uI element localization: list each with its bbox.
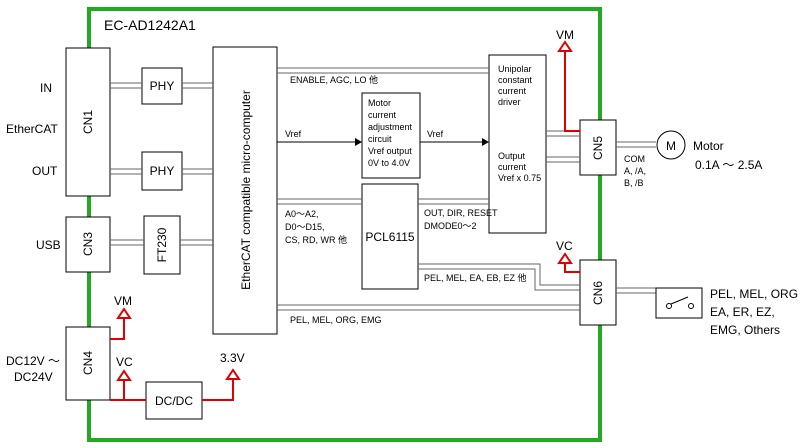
cn4-connector [65, 326, 111, 401]
board-name: EC-AD1242A1 [104, 17, 196, 33]
cn3-label: CN3 [81, 232, 95, 256]
power-label-2: DC24V [14, 370, 53, 384]
driver-top-line-3: current [498, 86, 527, 96]
signal-addr-1: A0～A2, [285, 209, 319, 219]
motor-adjust-line-4: circuit [368, 134, 392, 144]
power-vm-top: VM [556, 28, 574, 42]
power-arrow-3v3 [225, 368, 241, 380]
ft230-label: FT230 [155, 227, 169, 262]
usb-label: USB [36, 238, 61, 252]
power-arrow-vc-left [116, 369, 132, 381]
power-vc-right: VC [556, 239, 573, 253]
bus-ft230-mcu [180, 239, 213, 246]
motor-adjust-line-1: Motor [368, 98, 391, 108]
power-vm-left: VM [114, 294, 132, 308]
sensors-line-1: PEL, MEL, ORG [710, 287, 798, 301]
sensors-line-3: EMG, Others [710, 323, 780, 337]
bus-cn1-phy-bottom [110, 168, 142, 175]
mcu-label: EtherCAT compatible micro-computer [239, 90, 253, 290]
arrow-vref-in [355, 138, 362, 146]
pcl6115-label: PCL6115 [365, 230, 414, 244]
cn1-label: CN1 [81, 110, 95, 134]
power-3v3: 3.3V [220, 351, 245, 365]
driver-bottom-line-3: Vref x 0.75 [498, 173, 541, 183]
signal-pel-1: PEL, MEL, EA, EB, EZ 他 [424, 272, 527, 283]
phy-block-bottom [141, 151, 183, 191]
driver-block [488, 54, 547, 234]
bus-cn1-phy-top [110, 82, 142, 89]
power-line-vc-left [123, 380, 146, 401]
driver-top-line-1: Unipolar [498, 64, 532, 74]
dcdc-block [145, 381, 203, 420]
motor-label: Motor [693, 139, 724, 153]
motor-icon [656, 130, 686, 160]
signal-outdir-1: OUT, DIR, RESET [424, 208, 498, 218]
cn1-connector [65, 47, 111, 197]
signal-outdir-2: DMODE0～2 [424, 221, 477, 231]
signal-addr-3: CS, RD, WR 他 [285, 234, 347, 245]
sensors-line-2: EA, ER, EZ, [710, 305, 775, 319]
cn3-connector [65, 216, 111, 273]
power-line-vc-right [564, 262, 580, 273]
power-vc-left: VC [116, 355, 133, 369]
driver-bottom-line-1: Output [498, 151, 526, 161]
signal-enable: ENABLE, AGC, LO 他 [290, 74, 378, 85]
bus-mcu-cn6 [277, 304, 580, 311]
phy-block-top [141, 67, 183, 105]
signal-vref-in: Vref [285, 129, 302, 139]
bus-driver-cn5-bottom [546, 156, 580, 163]
bus-mcu-pcl [277, 198, 362, 205]
signal-vref-out: Vref [427, 129, 444, 139]
motor-symbol: M [666, 139, 676, 153]
motor-adjust-line-5: Vref output [368, 146, 412, 156]
sensor-switch-box [655, 287, 703, 319]
motor-adjust-line-2: current [368, 110, 397, 120]
power-line-vm-top [564, 50, 580, 132]
phy-label-top: PHY [150, 79, 175, 93]
power-arrow-vm-top [557, 40, 573, 52]
signal-com-2: A, /A, [624, 166, 646, 176]
cn5-connector [579, 119, 617, 176]
phy-label-bottom: PHY [150, 164, 175, 178]
signal-pel-2: PEL, MEL, ORG, EMG [290, 315, 382, 325]
bus-phy-mcu-top [182, 82, 213, 89]
bus-phy-mcu-bottom [182, 168, 213, 175]
motor-adjust-line-6: 0V to 4.0V [368, 158, 410, 168]
cn6-connector [579, 259, 617, 326]
dcdc-label: DC/DC [155, 394, 193, 408]
driver-top-line-4: driver [498, 97, 521, 107]
power-line-vm-left [110, 318, 125, 340]
bus-cn6-switch [616, 287, 656, 294]
arrow-vref-out [482, 138, 489, 146]
bus-cn3-ft230 [110, 239, 144, 246]
driver-bottom-line-2: current [498, 162, 527, 172]
power-arrow-vm-left [116, 307, 132, 319]
power-line-3v3 [202, 378, 234, 401]
cn5-label: CN5 [591, 136, 605, 160]
motor-adjust-line-3: adjustment [368, 122, 413, 132]
signal-com-3: B, /B [624, 178, 644, 188]
cn4-label: CN4 [81, 351, 95, 375]
out-label: OUT [32, 164, 58, 178]
bus-cn5-motor [616, 141, 656, 148]
bus-mcu-driver-enable [277, 67, 489, 74]
cn6-label: CN6 [591, 281, 605, 305]
bus-pcl-cn6 [418, 263, 580, 291]
power-label-1: DC12V ～ [6, 354, 60, 368]
bus-pcl-driver [418, 198, 489, 205]
signal-com-1: COM [624, 154, 645, 164]
mcu-block [212, 46, 278, 335]
ethercat-label: EtherCAT [6, 122, 58, 136]
switch-icon [666, 296, 694, 309]
signal-addr-2: D0～D15, [285, 222, 325, 232]
power-arrow-vc-right [557, 252, 573, 264]
motor-range: 0.1A ～ 2.5A [695, 158, 762, 172]
driver-top-line-2: constant [498, 75, 533, 85]
in-label: IN [40, 81, 52, 95]
motor-adjust-block [361, 92, 421, 179]
pcl6115-block [361, 183, 419, 290]
